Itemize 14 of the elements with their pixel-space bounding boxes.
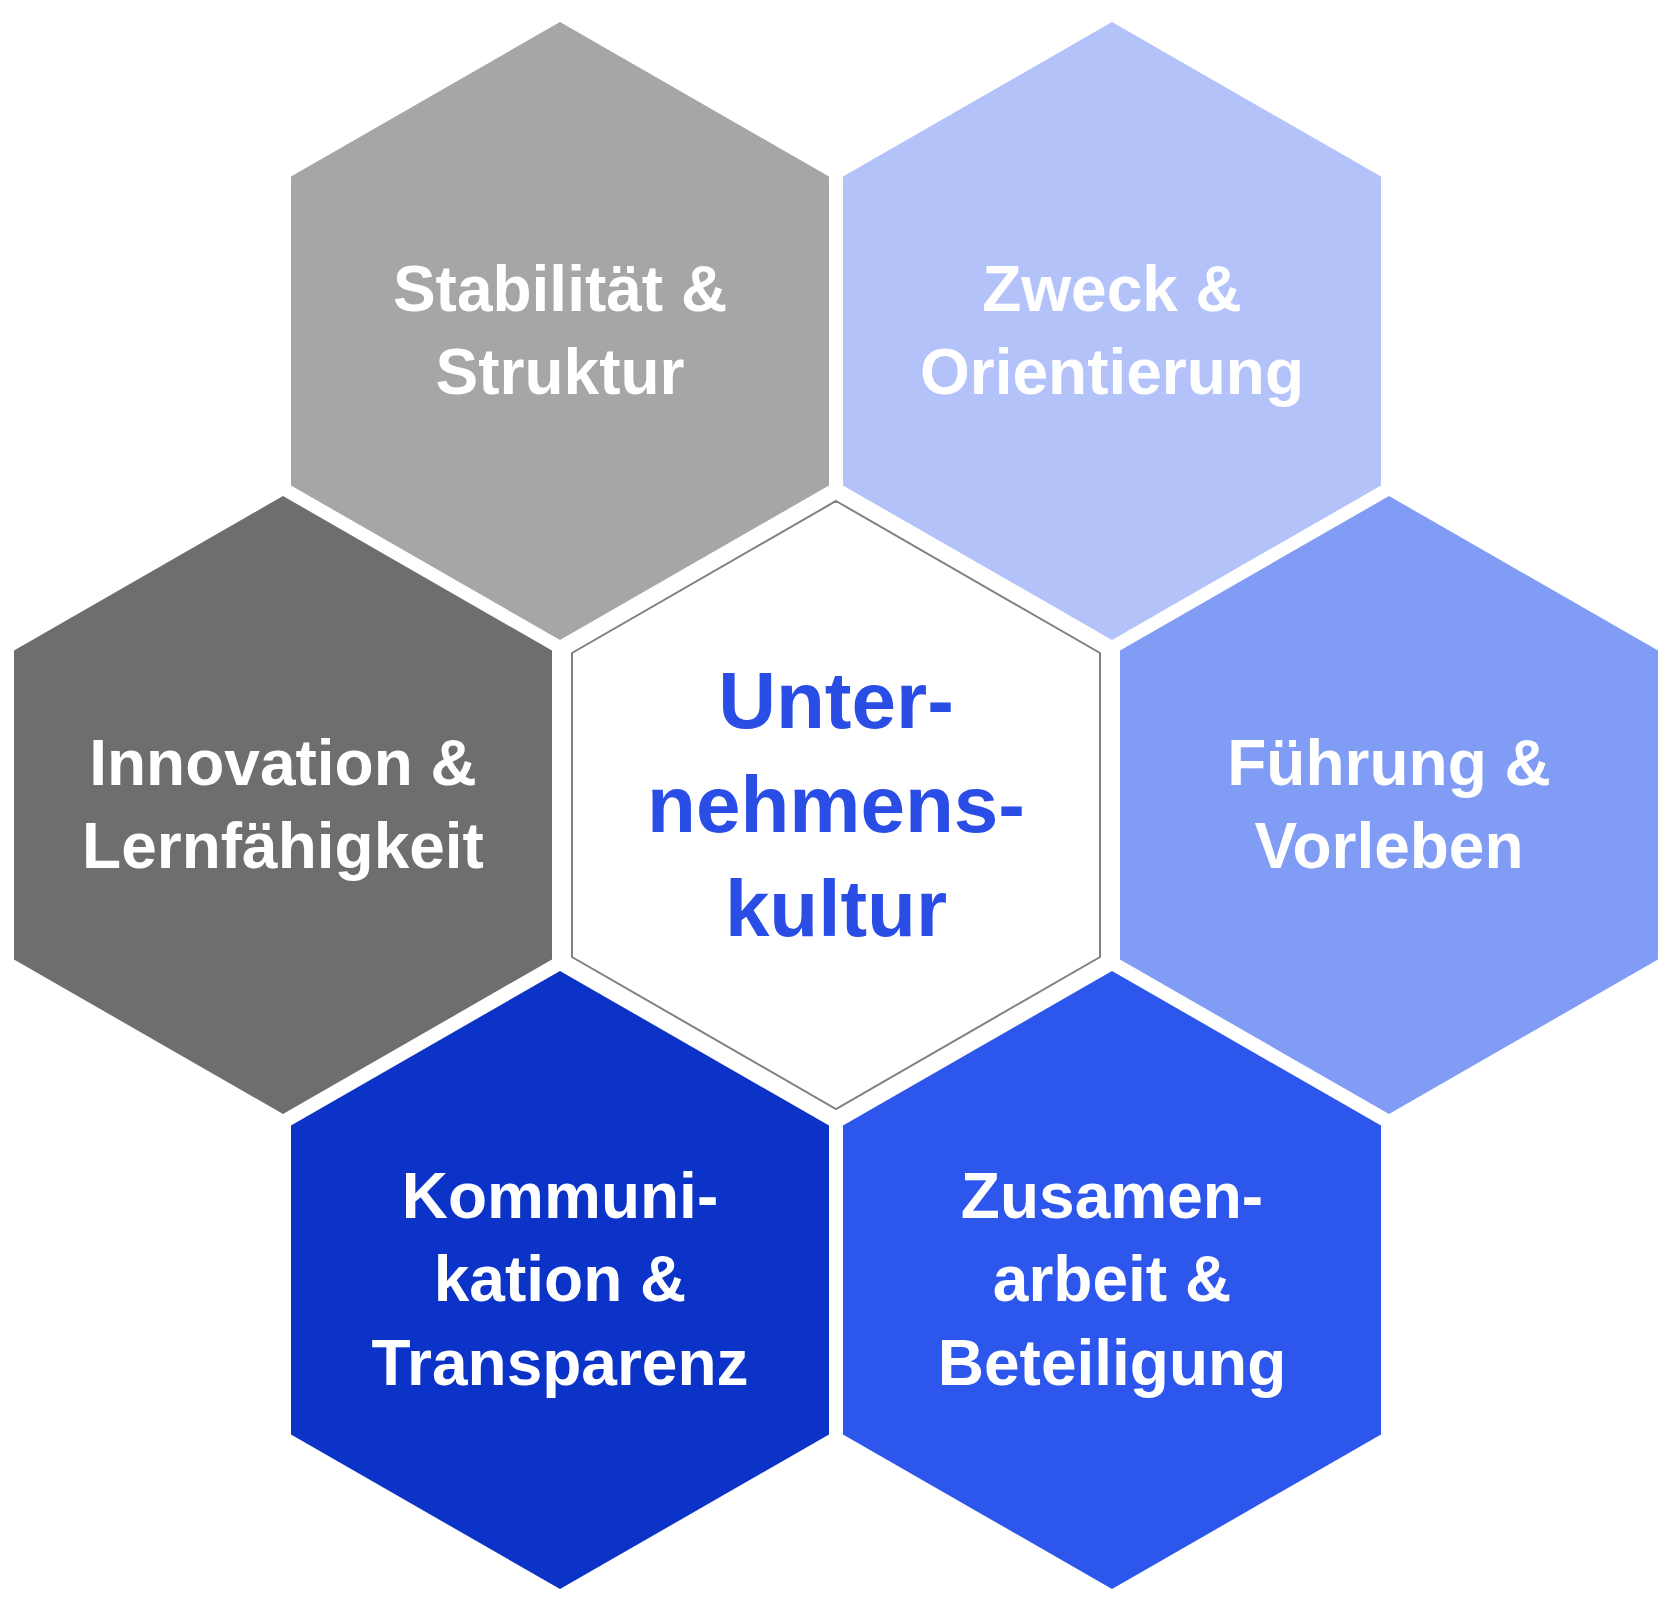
hexagon-tile [843, 971, 1381, 1589]
tile-label: Zusamen- arbeit & Beteiligung [936, 1159, 1288, 1401]
tile-label: Innovation & Lernfähigkeit [81, 725, 485, 884]
hexagon-tile [843, 22, 1381, 640]
hexagon-tile [291, 971, 829, 1589]
hexagon-tile [1120, 496, 1658, 1114]
tile-label: Stabilität & Struktur [391, 251, 729, 410]
hexagon-tile [291, 22, 829, 640]
tile-label: Führung & Vorleben [1226, 725, 1552, 884]
hexagon-tile [14, 496, 552, 1114]
tile-label: Zweck & Orientierung [919, 251, 1305, 410]
tile-label: Kommuni- kation & Transparenz [370, 1159, 750, 1401]
hexagon-tile [572, 501, 1100, 1109]
tile-label: Unter- nehmens- kultur [646, 655, 1026, 955]
